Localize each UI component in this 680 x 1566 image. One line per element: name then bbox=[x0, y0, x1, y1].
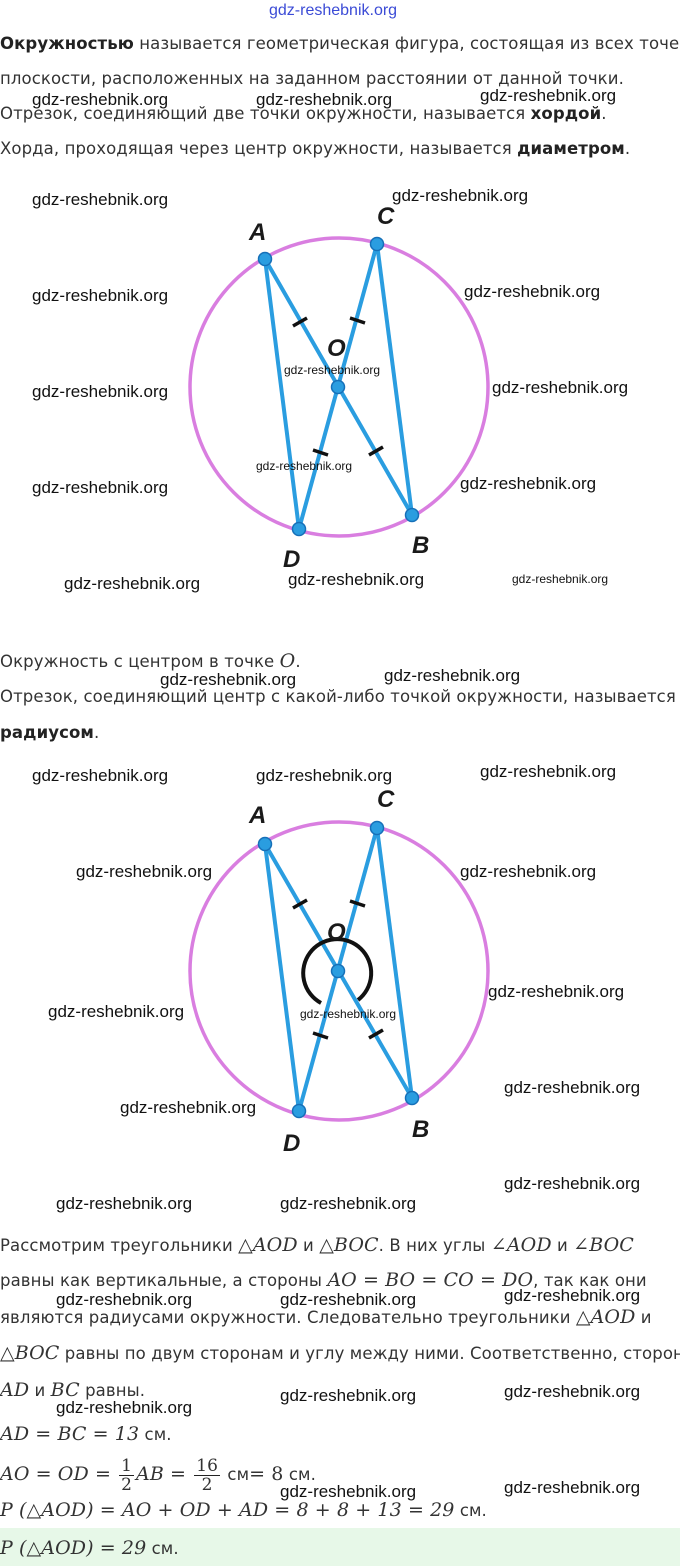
watermark: gdz-reshebnik.org bbox=[300, 1007, 396, 1021]
watermark: gdz-reshebnik.org bbox=[56, 1398, 193, 1417]
watermark: gdz-reshebnik.org bbox=[464, 282, 601, 301]
angle-arc bbox=[301, 937, 374, 1005]
tick-mark bbox=[312, 1031, 329, 1040]
radius-def-line1: Отрезок, соединяющий центр с какой-либо … bbox=[0, 687, 676, 706]
watermark: gdz-reshebnik.org bbox=[76, 862, 213, 881]
watermark: gdz-reshebnik.org bbox=[280, 1386, 417, 1405]
segment-ad bbox=[263, 843, 301, 1112]
label-c: C bbox=[377, 203, 395, 230]
watermark: gdz-reshebnik.org bbox=[280, 1194, 417, 1213]
watermark: gdz-reshebnik.org bbox=[504, 1286, 641, 1305]
watermark: gdz-reshebnik.org bbox=[32, 766, 169, 785]
watermark: gdz-reshebnik.org bbox=[32, 90, 169, 109]
watermark: gdz-reshebnik.org bbox=[48, 1002, 185, 1021]
label-o: O bbox=[327, 335, 346, 362]
watermark: gdz-reshebnik.org bbox=[460, 862, 597, 881]
def-circle-line1: Окружностью называется геометрическая фи… bbox=[0, 34, 680, 53]
watermark: gdz-reshebnik.org bbox=[512, 572, 609, 586]
center-text: Окружность с центром в точке O. bbox=[0, 650, 301, 672]
watermark: gdz-reshebnik.org bbox=[480, 762, 617, 781]
watermark: gdz-reshebnik.org bbox=[504, 1478, 641, 1497]
radius-def-line2: радиусом. bbox=[0, 723, 100, 742]
answer-text: P (△AOD) = 29 см. bbox=[0, 1537, 179, 1559]
tick-mark bbox=[312, 448, 329, 457]
point-b bbox=[404, 507, 420, 523]
watermark: gdz-reshebnik.org bbox=[504, 1078, 641, 1097]
solution-line-5: AD и BC равны. bbox=[0, 1379, 146, 1401]
solution-line-3: являются радиусами окружности. Следовате… bbox=[0, 1306, 652, 1328]
solution-line-1: Рассмотрим треугольники △AOD и △BOC. В н… bbox=[0, 1234, 634, 1256]
watermark: gdz-reshebnik.org bbox=[256, 459, 352, 473]
figure-2-circle-chords-angle: A C O D B gdz-reshebnik.org bbox=[188, 786, 490, 1157]
tick-mark bbox=[368, 1028, 384, 1040]
watermark: gdz-reshebnik.org bbox=[256, 90, 393, 109]
equation-3-perimeter: P (△AOD) = AO + OD + AD = 8 + 8 + 13 = 2… bbox=[0, 1499, 487, 1521]
watermark: gdz-reshebnik.org bbox=[32, 478, 169, 497]
watermark: gdz-reshebnik.org bbox=[64, 574, 201, 593]
segment-cb bbox=[375, 243, 414, 516]
point-a bbox=[257, 251, 273, 267]
label-a: A bbox=[248, 219, 266, 246]
watermark: gdz-reshebnik.org bbox=[56, 1194, 193, 1213]
point-b bbox=[404, 1090, 420, 1106]
label-c: C bbox=[377, 786, 395, 813]
label-b: B bbox=[412, 532, 429, 559]
watermark: gdz-reshebnik.org bbox=[32, 190, 169, 209]
watermark: gdz-reshebnik.org bbox=[504, 1174, 641, 1193]
point-o bbox=[330, 379, 346, 395]
watermark: gdz-reshebnik.org bbox=[288, 570, 425, 589]
watermark: gdz-reshebnik.org bbox=[492, 378, 629, 397]
watermark: gdz-reshebnik.org bbox=[284, 363, 380, 377]
def-circle-line2: плоскости, расположенных на заданном рас… bbox=[0, 69, 624, 88]
watermark: gdz-reshebnik.org bbox=[32, 382, 169, 401]
tick-mark bbox=[368, 445, 384, 457]
point-o bbox=[330, 963, 346, 979]
watermark: gdz-reshebnik.org bbox=[384, 666, 521, 685]
point-d bbox=[291, 1103, 307, 1119]
watermark: gdz-reshebnik.org bbox=[256, 766, 393, 785]
label-d: D bbox=[283, 1130, 300, 1157]
def-chord: Отрезок, соединяющий две точки окружност… bbox=[0, 104, 607, 123]
watermark: gdz-reshebnik.org bbox=[392, 186, 529, 205]
point-c bbox=[369, 236, 385, 252]
figure-1-circle-chords: A C O D B gdz-reshebnik.org gdz-reshebni… bbox=[188, 203, 490, 573]
label-b: B bbox=[412, 1116, 429, 1143]
watermark: gdz-reshebnik.org bbox=[280, 1482, 417, 1501]
watermark: gdz-reshebnik.org bbox=[160, 670, 297, 689]
segment-cb bbox=[375, 827, 414, 1099]
watermark: gdz-reshebnik.org bbox=[480, 86, 617, 105]
watermark: gdz-reshebnik.org bbox=[504, 1382, 641, 1401]
watermark: gdz-reshebnik.org bbox=[460, 474, 597, 493]
watermark: gdz-reshebnik.org bbox=[56, 1290, 193, 1309]
segment-ad bbox=[263, 258, 301, 530]
point-c bbox=[369, 820, 385, 836]
tick-mark bbox=[292, 898, 308, 910]
solution-line-2: равны как вертикальные, а стороны AO = B… bbox=[0, 1269, 647, 1291]
tick-mark bbox=[292, 316, 308, 328]
watermark: gdz-reshebnik.org bbox=[120, 1098, 257, 1117]
point-d bbox=[291, 521, 307, 537]
tick-mark bbox=[349, 316, 366, 325]
label-a: A bbox=[248, 802, 266, 829]
answer-box: P (△AOD) = 29 см. bbox=[0, 1528, 680, 1566]
tick-mark bbox=[349, 899, 366, 908]
label-o: O bbox=[327, 919, 346, 946]
watermark: gdz-reshebnik.org bbox=[488, 982, 625, 1001]
equation-1: AD = BC = 13 см. bbox=[0, 1423, 172, 1445]
point-a bbox=[257, 836, 273, 852]
watermark: gdz-reshebnik.org bbox=[32, 286, 169, 305]
circle bbox=[188, 820, 490, 1122]
top-watermark: gdz-reshebnik.org bbox=[269, 2, 398, 19]
solution-line-4: △BOC равны по двум сторонам и углу между… bbox=[0, 1342, 680, 1364]
circle bbox=[188, 236, 490, 538]
label-d: D bbox=[283, 546, 300, 573]
def-diameter: Хорда, проходящая через центр окружности… bbox=[0, 139, 631, 158]
watermark: gdz-reshebnik.org bbox=[280, 1290, 417, 1309]
